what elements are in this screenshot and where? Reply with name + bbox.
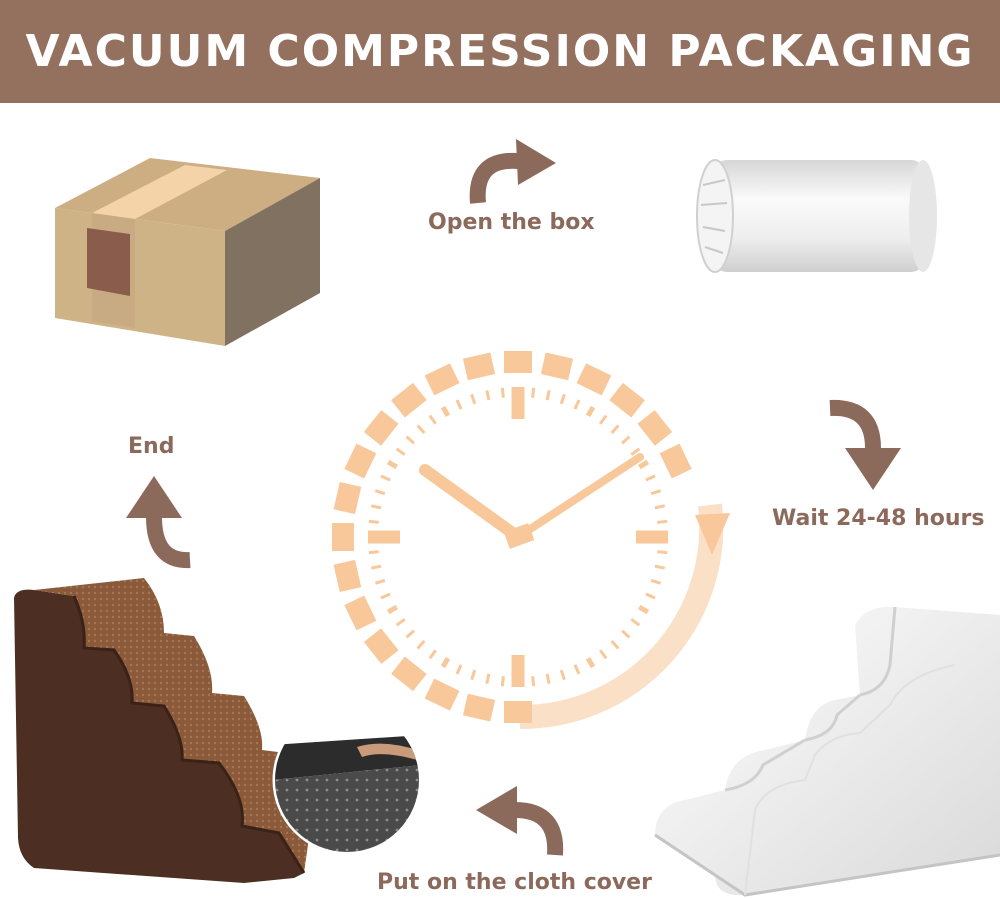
clock-ring-segment — [333, 481, 362, 515]
clock-tick — [657, 519, 668, 524]
clock-tick — [610, 424, 620, 434]
clock-tick — [545, 389, 551, 401]
clock-ring-segment — [332, 523, 354, 551]
clock-tick — [573, 664, 581, 675]
step-open-box-label: Open the box — [428, 210, 595, 235]
clock-tick — [440, 405, 451, 418]
clock-tick — [368, 550, 379, 555]
clock-tick — [386, 459, 399, 470]
clock-tick — [416, 640, 426, 650]
fabric-cover-icon — [272, 705, 422, 855]
clock-tick — [599, 414, 608, 425]
clock-tick — [637, 459, 650, 470]
clock-tick-marks — [368, 387, 668, 687]
vacuum-roll-icon — [696, 159, 937, 273]
clock-tick — [621, 435, 631, 445]
step-end-label: End — [128, 434, 175, 459]
clock-tick — [559, 669, 566, 681]
clock-ring-segment — [504, 351, 532, 373]
clock-tick — [455, 664, 463, 675]
clock-tick — [654, 504, 666, 510]
curved-arrow-icon — [126, 476, 191, 569]
clock-tick — [585, 656, 596, 669]
clock-tick — [531, 387, 536, 398]
clock-outer-ring — [332, 351, 692, 723]
clock-tick — [428, 649, 437, 660]
clock-ring-segment — [333, 559, 362, 593]
step-put-cover-label: Put on the cloth cover — [377, 870, 652, 895]
clock-tick — [630, 618, 641, 627]
clock-tick — [645, 592, 656, 600]
curved-arrow-icon — [476, 786, 564, 856]
clock-tick — [395, 447, 406, 456]
clock-ring-segment — [637, 410, 673, 446]
clock-tick — [657, 550, 668, 555]
clock-ring-segment — [391, 382, 427, 418]
clock-tick — [654, 564, 666, 570]
clock-tick — [370, 504, 382, 510]
clock-tick — [485, 673, 491, 685]
clock-tick — [470, 669, 477, 681]
clock-tick — [585, 405, 596, 418]
clock-tick — [405, 629, 415, 639]
clock-tick — [380, 592, 391, 600]
clock-tick — [405, 435, 415, 445]
clock-tick — [599, 649, 608, 660]
clock-icon — [332, 351, 730, 730]
clock-tick — [440, 656, 451, 669]
clock-tick — [485, 389, 491, 401]
clock-ring-segment — [462, 352, 496, 381]
clock-tick — [380, 474, 391, 482]
clock-tick — [368, 519, 379, 524]
clock-tick — [428, 414, 437, 425]
clock-tick — [573, 399, 581, 410]
clock-tick — [416, 424, 426, 434]
clock-tick — [500, 387, 505, 398]
clock-tick — [370, 564, 382, 570]
clock-ring-segment — [391, 656, 427, 692]
clock-ring-segment — [540, 352, 574, 381]
cardboard-box-icon — [55, 158, 320, 346]
clock-tick — [559, 393, 566, 405]
clock-ring-segment — [344, 443, 377, 479]
clock-tick — [386, 604, 399, 615]
clock-ring-segment — [659, 443, 692, 479]
clock-tick — [545, 673, 551, 685]
clock-tick — [374, 578, 386, 585]
clock-ring-segment — [363, 410, 399, 446]
clock-ring-segment — [424, 678, 460, 711]
clock-tick — [637, 604, 650, 615]
clock-tick — [500, 676, 505, 687]
clock-ring-segment — [576, 363, 612, 396]
clock-ring-segment — [363, 628, 399, 664]
clock-tick — [650, 578, 662, 585]
clock-tick — [645, 474, 656, 482]
clock-tick — [610, 640, 620, 650]
header-banner: VACUUM COMPRESSION PACKAGING — [0, 0, 1000, 103]
step-wait-label: Wait 24-48 hours — [772, 506, 985, 531]
clock-tick — [470, 393, 477, 405]
clock-tick — [374, 489, 386, 496]
clock-tick — [455, 399, 463, 410]
page-title: VACUUM COMPRESSION PACKAGING — [25, 26, 975, 77]
curved-arrow-icon — [469, 139, 556, 204]
white-foam-stairs-icon — [654, 606, 1000, 897]
brown-stairs-icon — [14, 578, 313, 883]
clock-tick — [531, 676, 536, 687]
clock-ring-segment — [344, 595, 377, 631]
clock-tick — [630, 447, 641, 456]
clock-ring-segment — [609, 382, 645, 418]
clock-ring-segment — [462, 693, 496, 722]
curved-arrow-icon — [829, 399, 901, 490]
clock-tick — [650, 489, 662, 496]
clock-tick — [621, 629, 631, 639]
clock-tick — [395, 618, 406, 627]
clock-ring-segment — [424, 363, 460, 396]
